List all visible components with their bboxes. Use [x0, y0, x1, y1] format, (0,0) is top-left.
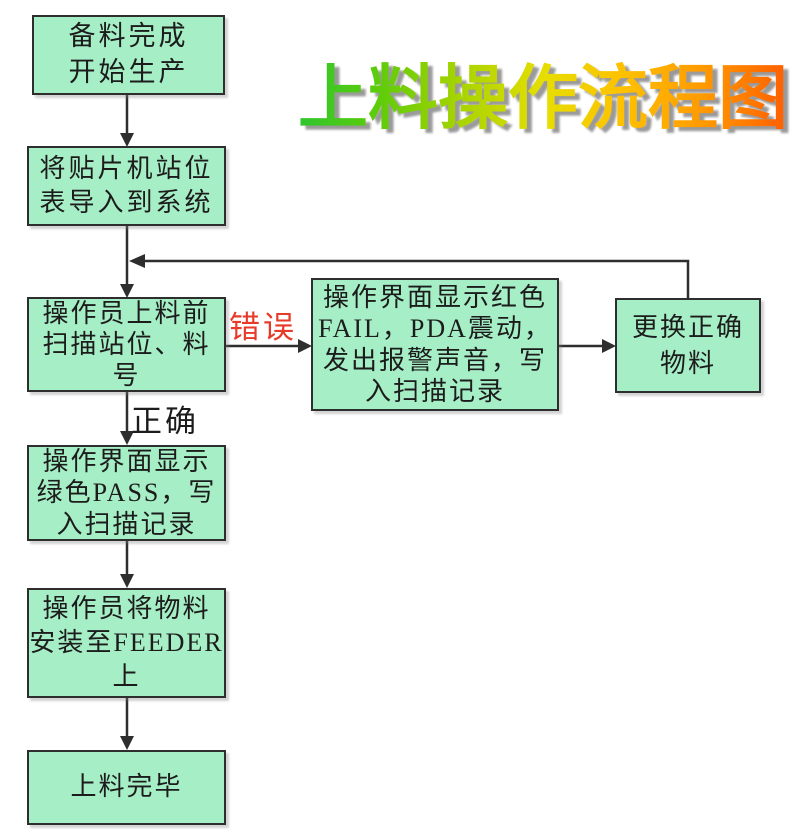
node-import-station-table: 将贴片机站位 表导入到系统 [27, 146, 226, 226]
node-pass-record: 操作界面显示 绿色PASS，写 入扫描记录 [27, 445, 226, 541]
flowchart-title: 上料操作流程图 [298, 59, 788, 137]
edge-label-correct: 正确 [131, 404, 199, 439]
arrow-pass-to-feeder [120, 541, 134, 588]
arrow-fail-to-replace [559, 339, 616, 353]
node-prepare-label: 备料完成 开始生产 [68, 21, 189, 87]
node-scan-before-loading: 操作员上料前 扫描站位、料 号 [27, 297, 226, 392]
node-scan-label: 操作员上料前 扫描站位、料 号 [42, 298, 211, 391]
node-replace-label: 更换正确 物料 [631, 313, 744, 378]
node-loading-complete: 上料完毕 [27, 750, 226, 825]
edge-label-error: 错误 [229, 310, 297, 345]
node-feeder-label: 操作员将物料 安装至FEEDER 上 [29, 594, 224, 691]
node-import-label: 将贴片机站位 表导入到系统 [39, 153, 214, 217]
node-replace-material: 更换正确 物料 [615, 298, 761, 393]
node-fail-alarm: 操作界面显示红色 FAIL，PDA震动， 发出报警声音，写 入扫描记录 [311, 278, 559, 411]
arrow-feeder-to-done [120, 698, 134, 750]
arrow-import-to-scan [120, 226, 134, 298]
node-done-label: 上料完毕 [70, 772, 183, 802]
arrow-prepare-to-import [120, 95, 134, 147]
arrow-scan-to-pass [120, 392, 134, 445]
arrow-replace-feedback-to-scan [129, 254, 690, 298]
node-fail-label: 操作界面显示红色 FAIL，PDA震动， 发出报警声音，写 入扫描记录 [318, 283, 552, 406]
node-install-feeder: 操作员将物料 安装至FEEDER 上 [27, 588, 226, 698]
arrow-scan-to-fail [226, 339, 312, 353]
node-prepare: 备料完成 开始生产 [32, 15, 225, 95]
node-pass-label: 操作界面显示 绿色PASS，写 入扫描记录 [36, 447, 217, 539]
